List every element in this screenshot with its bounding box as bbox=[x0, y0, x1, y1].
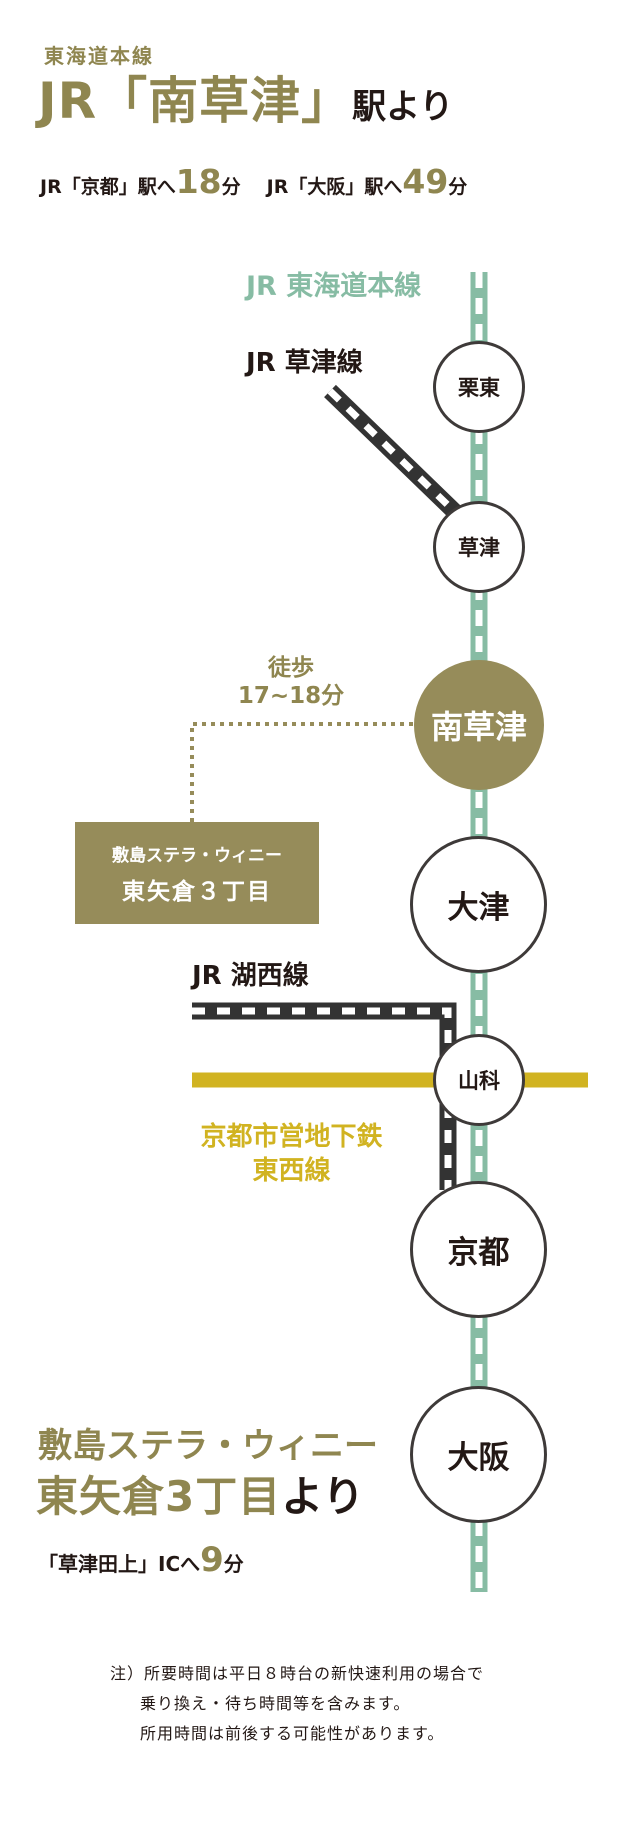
tokaido-line-label: JR 東海道本線 bbox=[246, 271, 422, 302]
osaka-minutes: 49 bbox=[402, 162, 449, 201]
kyoto-unit: 分 bbox=[221, 176, 241, 198]
kyoto-minutes: 18 bbox=[175, 162, 222, 201]
kusatsu-line-label: JR 草津線 bbox=[246, 348, 363, 378]
property-address-suffix: より bbox=[281, 1472, 365, 1521]
subway-line-label-1: 京都市営地下鉄 bbox=[200, 1122, 383, 1152]
station-kyoto: 京都 bbox=[410, 1181, 547, 1318]
title-station: JR「南草津」 bbox=[38, 72, 353, 130]
station-otsu: 大津 bbox=[410, 836, 547, 973]
station-ritto: 栗東 bbox=[433, 341, 525, 433]
walk-route-path bbox=[190, 722, 416, 822]
ic-unit: 分 bbox=[223, 1552, 244, 1576]
walk-label: 徒歩 bbox=[268, 655, 314, 681]
title-suffix: 駅より bbox=[352, 87, 454, 127]
osaka-access-label: JR「大阪」駅へ bbox=[266, 176, 403, 198]
note-line-1: 注）所要時間は平日８時台の新快速利用の場合で bbox=[110, 1664, 485, 1683]
station-minami-kusatsu: 南草津 bbox=[414, 660, 544, 790]
destination-box-address: 東矢倉３丁目 bbox=[122, 878, 272, 905]
osaka-unit: 分 bbox=[448, 176, 468, 198]
station-kusatsu: 草津 bbox=[433, 501, 525, 593]
station-yamashina: 山科 bbox=[433, 1034, 525, 1126]
line-name-label: 東海道本線 bbox=[44, 44, 154, 68]
ic-access: 「草津田上」ICへ9分 bbox=[38, 1540, 244, 1580]
property-address: 東矢倉3丁目 bbox=[36, 1472, 282, 1521]
station-osaka: 大阪 bbox=[410, 1386, 547, 1523]
property-address-line: 東矢倉3丁目より bbox=[36, 1472, 364, 1522]
subway-line-label-2: 東西線 bbox=[252, 1156, 331, 1186]
note-line-2: 乗り換え・待ち時間等を含みます。 bbox=[140, 1694, 411, 1713]
kusatsu-line-track bbox=[324, 384, 461, 519]
kosei-line-label: JR 湖西線 bbox=[192, 961, 309, 991]
kyoto-access-label: JR「京都」駅へ bbox=[40, 176, 176, 198]
kosei-line-track bbox=[192, 1002, 457, 1190]
page-title: JR「南草津」駅より bbox=[38, 70, 453, 132]
walk-time: 17~18分 bbox=[237, 683, 345, 709]
note-line-3: 所用時間は前後する可能性があります。 bbox=[140, 1724, 445, 1743]
destination-box: 敷島ステラ・ウィニー 東矢倉３丁目 bbox=[75, 822, 319, 924]
ic-minutes: 9 bbox=[200, 1540, 224, 1580]
property-name: 敷島ステラ・ウィニー bbox=[38, 1426, 378, 1466]
ic-access-label: 「草津田上」ICへ bbox=[38, 1552, 201, 1576]
destination-box-name: 敷島ステラ・ウィニー bbox=[112, 845, 282, 866]
